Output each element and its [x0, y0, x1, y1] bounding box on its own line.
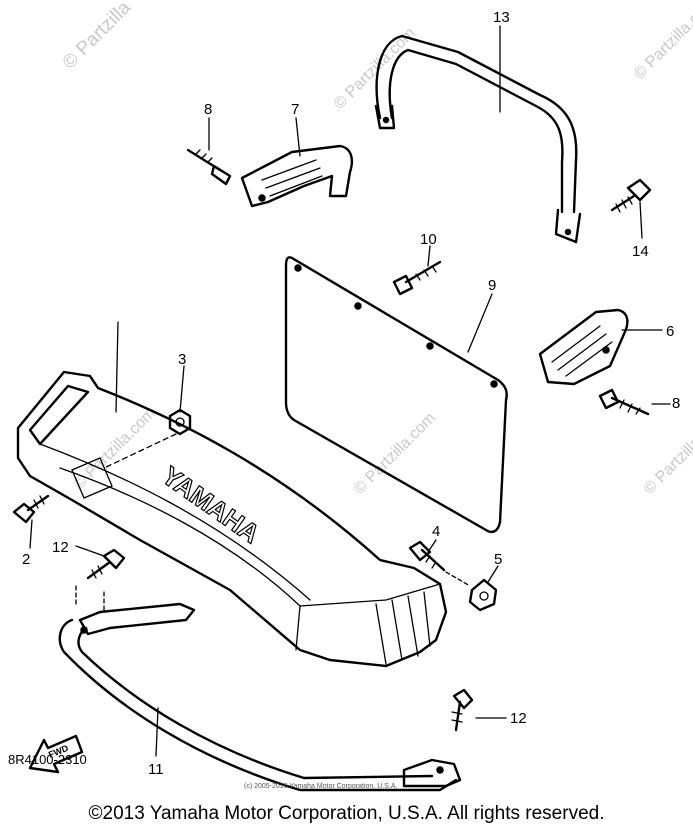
callout-13: 13 [493, 9, 510, 26]
part-10-screw [392, 260, 442, 296]
callout-7: 7 [291, 101, 299, 118]
part-12-bolt-left [75, 548, 126, 611]
callout-9: 9 [488, 277, 496, 294]
watermark-layer: © Partzilla © Partzilla.com © Partzilla.… [59, 0, 693, 498]
watermark-diagonal-5: © Partzilla.com [641, 410, 693, 498]
part-6-bracket [538, 308, 629, 386]
callout-5: 5 [494, 551, 502, 568]
watermark-diagonal-4: © Partzilla.com [351, 410, 439, 498]
part-9-plate [284, 256, 508, 534]
part-2-bolt [12, 494, 50, 524]
callout-2: 2 [22, 551, 30, 568]
watermark-corner-text: © Partzilla [59, 0, 136, 74]
footer-copyright: ©2013 Yamaha Motor Corporation, U.S.A. A… [88, 803, 605, 824]
watermark-diagonal-2: © Partzilla.com [631, 0, 693, 83]
callout-4: 4 [432, 523, 440, 540]
callout-12-left: 12 [52, 539, 69, 556]
part-13-grab-bar [374, 34, 582, 244]
callout-3: 3 [178, 351, 186, 368]
diagram-code: 8R4100-2310 [8, 752, 87, 767]
part-12-bolt-right [451, 688, 474, 732]
leader-lines [29, 25, 671, 757]
part-8-screw-right [598, 388, 650, 416]
callout-8-top: 8 [204, 101, 212, 118]
part-5-clip-nut [468, 578, 498, 612]
callout-labels: 13 8 7 14 10 9 6 8 3 4 5 2 12 12 11 [22, 9, 680, 778]
part-7-bracket [240, 144, 354, 208]
part-4-bolt [408, 540, 471, 587]
bumper-body: YAMAHA [16, 321, 448, 668]
callout-14: 14 [632, 243, 649, 260]
part-14-bolt [610, 178, 652, 213]
part-8-screw-top [186, 148, 232, 186]
callout-8-right: 8 [672, 395, 680, 412]
watermark-diagonal-3: © Partzilla.com [71, 405, 159, 493]
callout-11: 11 [148, 761, 164, 778]
callout-10: 10 [420, 231, 437, 248]
callout-12-right: 12 [510, 710, 527, 727]
callout-6: 6 [666, 323, 674, 340]
tiny-copyright: (c) 2005-2016 Yamaha Motor Corporation, … [244, 783, 398, 790]
part-11-lower-bar [58, 602, 462, 792]
